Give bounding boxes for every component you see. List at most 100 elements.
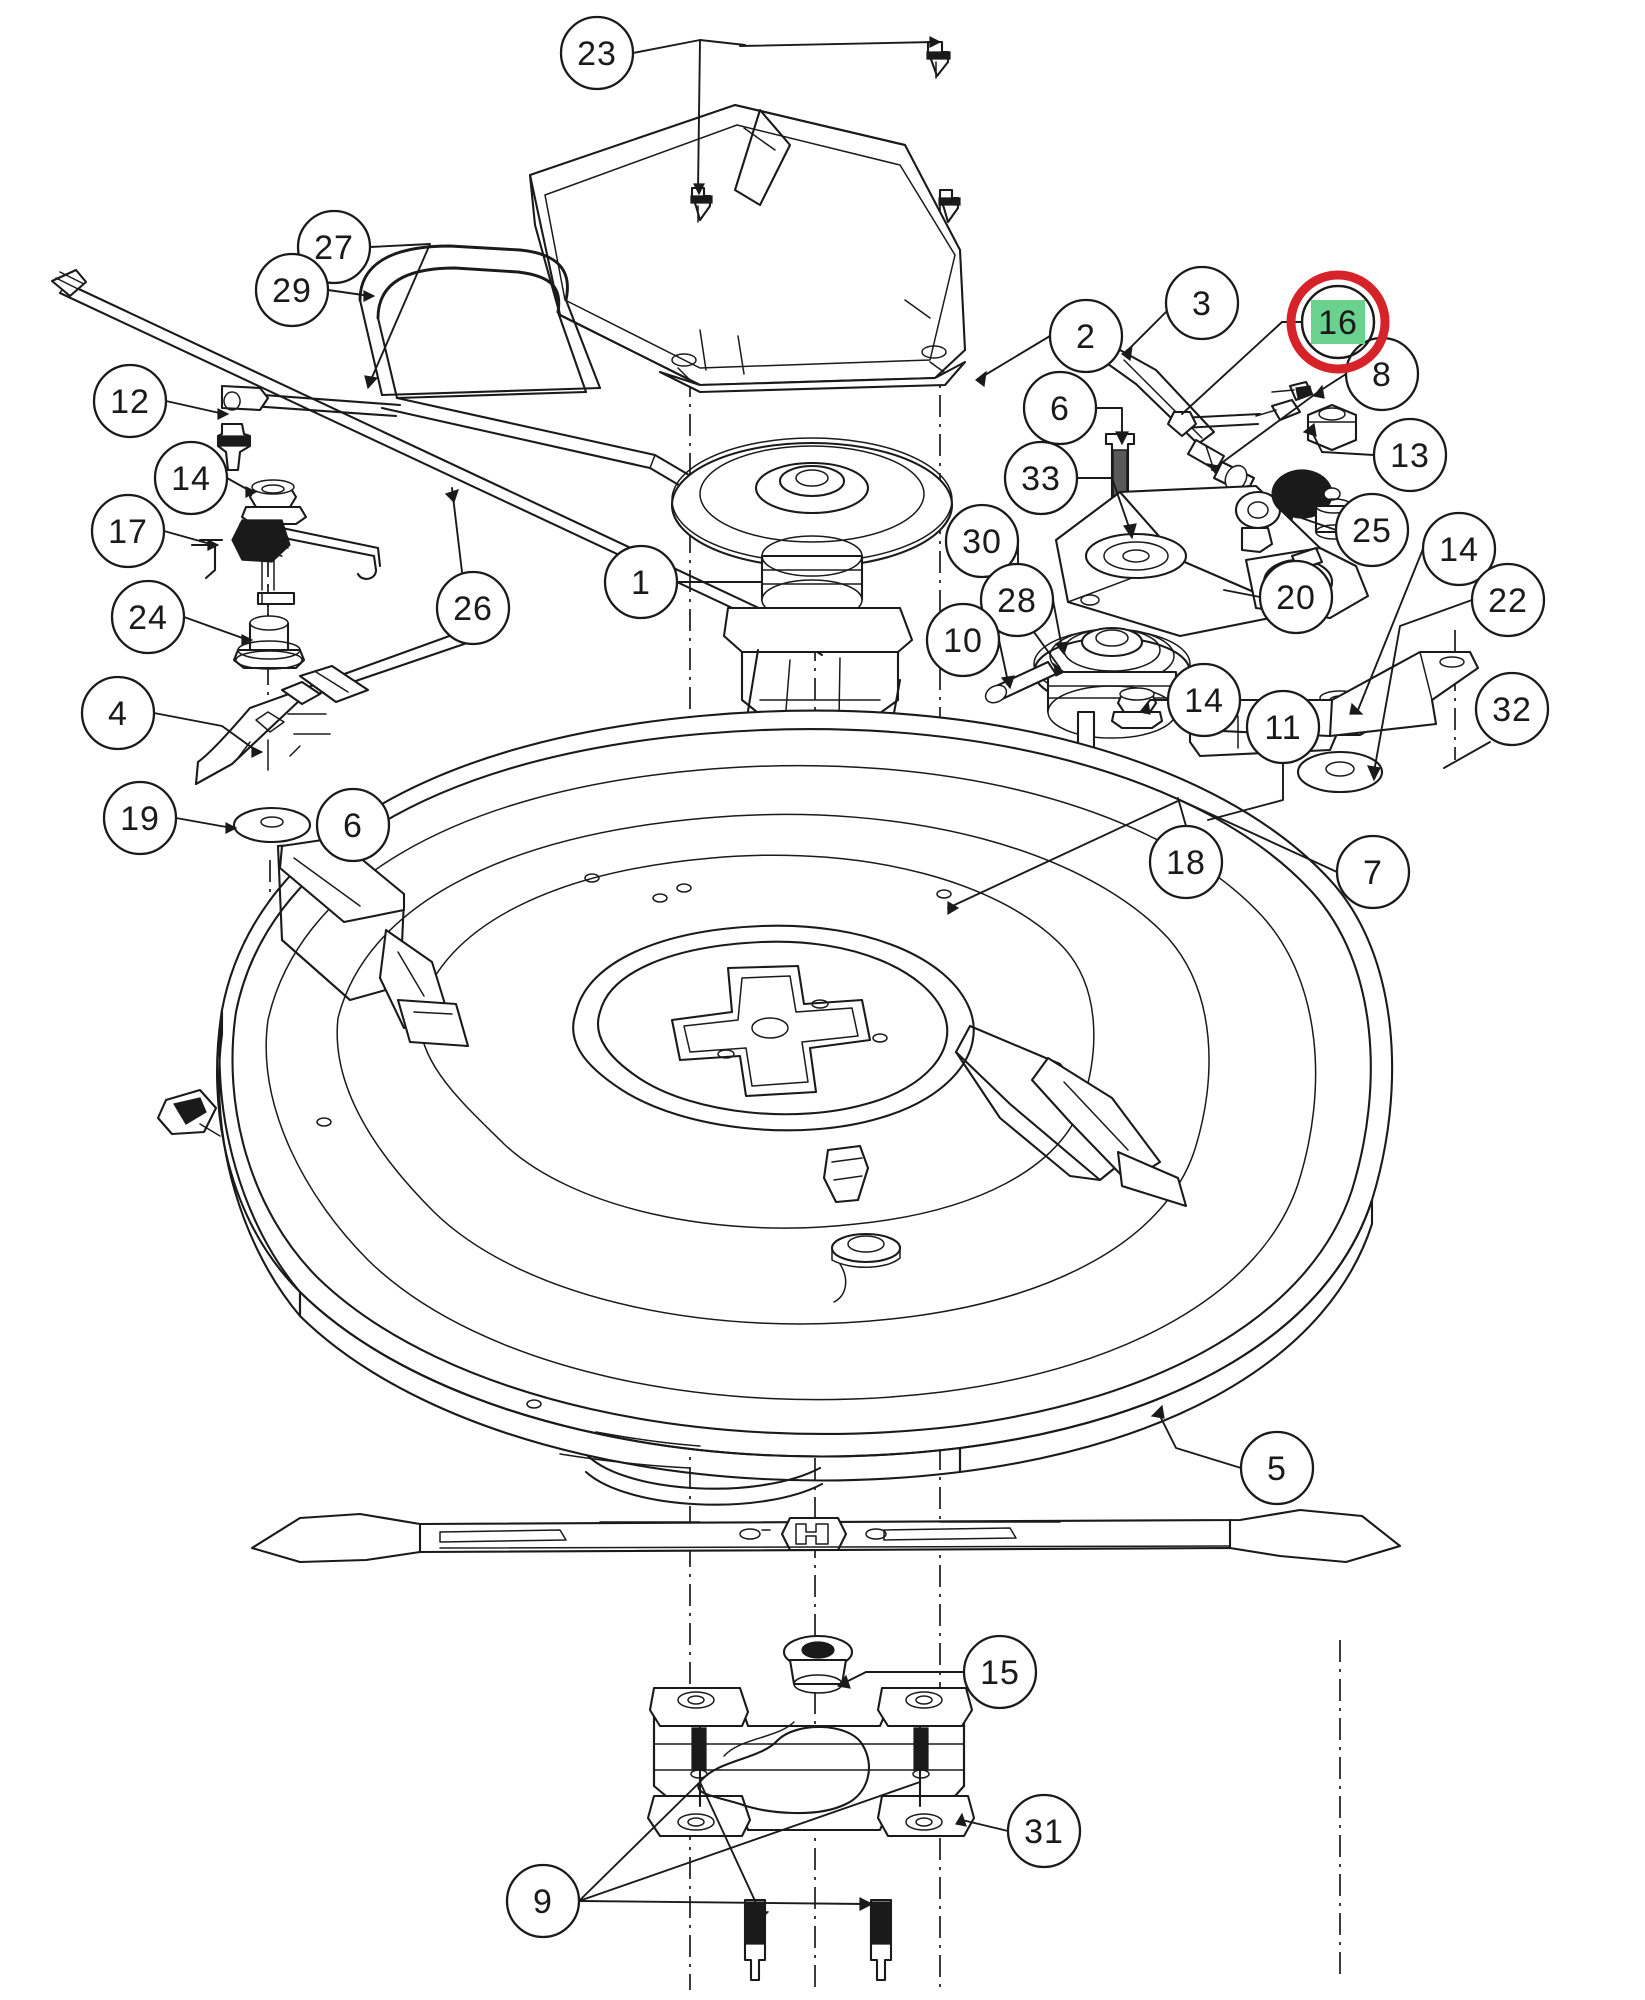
- balloon-circle[interactable]: [1239, 1430, 1315, 1506]
- callout-balloon-19[interactable]: 19: [102, 780, 178, 856]
- balloon-label: 2: [1076, 318, 1096, 356]
- callout-balloon-25[interactable]: 25: [1334, 492, 1410, 568]
- part-13-hex-nut: [1306, 403, 1358, 452]
- part-14-flange-nut-a: [240, 479, 308, 526]
- balloon-label: 20: [1276, 579, 1316, 617]
- callout-balloon-4[interactable]: 4: [80, 675, 156, 751]
- callout-balloon-20[interactable]: 20: [1258, 559, 1334, 635]
- callout-balloon-17[interactable]: 17: [90, 493, 166, 569]
- balloon-circle[interactable]: [254, 252, 330, 328]
- part-15-bushing: [782, 1634, 854, 1694]
- callout-balloon-6[interactable]: 6: [315, 787, 391, 863]
- callout-balloon-28[interactable]: 28: [979, 562, 1055, 638]
- balloon-circle[interactable]: [1164, 265, 1240, 341]
- callout-balloon-24[interactable]: 24: [110, 579, 186, 655]
- balloon-circle[interactable]: [315, 787, 391, 863]
- callout-balloon-8[interactable]: 8: [1344, 336, 1420, 412]
- balloon-circle[interactable]: [1048, 298, 1124, 374]
- callout-balloon-13[interactable]: 13: [1372, 417, 1448, 493]
- highlight-callout-label: 16: [1318, 304, 1358, 342]
- callout-balloon-30[interactable]: 30: [944, 503, 1020, 579]
- callout-balloon-18[interactable]: 18: [1148, 824, 1224, 900]
- balloon-label: 4: [108, 695, 128, 733]
- callout-balloon-14[interactable]: 14: [1421, 511, 1497, 587]
- cover-screw-rear: [938, 188, 961, 224]
- balloon-circle[interactable]: [979, 562, 1055, 638]
- balloon-circle[interactable]: [102, 780, 178, 856]
- part-24-pivot-bushing: [232, 615, 306, 670]
- balloon-circle[interactable]: [1372, 417, 1448, 493]
- balloon-label: 14: [1439, 531, 1479, 569]
- balloon-circle[interactable]: [1006, 1793, 1082, 1869]
- callout-balloon-23[interactable]: 23: [559, 15, 635, 91]
- callout-balloon-22[interactable]: 22: [1470, 562, 1546, 638]
- callout-balloon-2[interactable]: 2: [1048, 298, 1124, 374]
- highlight-inner-balloon-circle: [1300, 284, 1376, 360]
- balloon-circle[interactable]: [92, 363, 168, 439]
- callout-balloon-6[interactable]: 6: [1022, 370, 1098, 446]
- callout-balloon-3[interactable]: 3: [1164, 265, 1240, 341]
- balloon-circle[interactable]: [1421, 511, 1497, 587]
- balloon-label: 24: [128, 599, 168, 637]
- balloon-circle[interactable]: [153, 440, 229, 516]
- balloon-circle[interactable]: [1003, 440, 1079, 516]
- callout-balloon-12[interactable]: 12: [92, 363, 168, 439]
- balloon-label: 33: [1021, 460, 1061, 498]
- callout-balloon-15[interactable]: 15: [962, 1634, 1038, 1710]
- balloon-circle[interactable]: [962, 1634, 1038, 1710]
- balloon-label: 26: [453, 590, 493, 628]
- callout-balloon-32[interactable]: 32: [1474, 671, 1550, 747]
- callout-balloon-7[interactable]: 7: [1335, 834, 1411, 910]
- callout-balloon-10[interactable]: 10: [925, 602, 1001, 678]
- callout-balloon-1[interactable]: 1: [603, 544, 679, 620]
- cover-screw-right: [926, 40, 951, 79]
- deck-center-boss: [830, 1232, 902, 1268]
- balloon-circle[interactable]: [1474, 671, 1550, 747]
- balloon-circle[interactable]: [110, 579, 186, 655]
- balloon-label: 14: [171, 460, 211, 498]
- cover-screw-left: [690, 186, 713, 223]
- highlight-ring: [1286, 270, 1390, 374]
- balloon-label: 6: [1050, 390, 1070, 428]
- callout-balloon-9[interactable]: 9: [505, 1863, 581, 1939]
- balloon-circle[interactable]: [1470, 562, 1546, 638]
- balloon-circle[interactable]: [90, 493, 166, 569]
- balloon-label: 22: [1488, 582, 1528, 620]
- balloon-circle[interactable]: [435, 570, 511, 646]
- callout-balloon-26[interactable]: 26: [435, 570, 511, 646]
- balloon-circle[interactable]: [1022, 370, 1098, 446]
- part-25-spacer: [1240, 526, 1274, 554]
- balloon-circle[interactable]: [559, 15, 635, 91]
- balloon-label: 19: [120, 800, 160, 838]
- balloon-label: 12: [110, 383, 150, 421]
- callout-balloon-14[interactable]: 14: [153, 440, 229, 516]
- balloon-label: 14: [1184, 682, 1224, 720]
- balloon-label: 25: [1352, 512, 1392, 550]
- deck-knob-left: [156, 1088, 221, 1137]
- balloon-circle[interactable]: [1166, 662, 1242, 738]
- callout-balloon-31[interactable]: 31: [1006, 1793, 1082, 1869]
- balloon-circle[interactable]: [603, 544, 679, 620]
- balloon-circle[interactable]: [505, 1863, 581, 1939]
- balloon-label: 30: [962, 523, 1002, 561]
- balloon-circle[interactable]: [925, 602, 1001, 678]
- callout-balloon-5[interactable]: 5: [1239, 1430, 1315, 1506]
- balloon-circle[interactable]: [1334, 492, 1410, 568]
- callout-balloon-11[interactable]: 11: [1245, 689, 1321, 765]
- callout-balloon-14[interactable]: 14: [1166, 662, 1242, 738]
- balloon-circle[interactable]: [80, 675, 156, 751]
- balloon-circle[interactable]: [1258, 559, 1334, 635]
- callout-balloon-33[interactable]: 33: [1003, 440, 1079, 516]
- balloon-circle[interactable]: [944, 503, 1020, 579]
- balloon-circle[interactable]: [1245, 689, 1321, 765]
- balloon-label: 13: [1390, 437, 1430, 475]
- part-19-washer: [232, 806, 312, 844]
- balloon-circle[interactable]: [1148, 824, 1224, 900]
- belt-cover-housing: [528, 103, 967, 394]
- balloon-circle[interactable]: [1335, 834, 1411, 910]
- callout-balloon-29[interactable]: 29: [254, 252, 330, 328]
- part-22-washer: [1296, 750, 1384, 794]
- spindle-pulley-assembly: [670, 437, 954, 621]
